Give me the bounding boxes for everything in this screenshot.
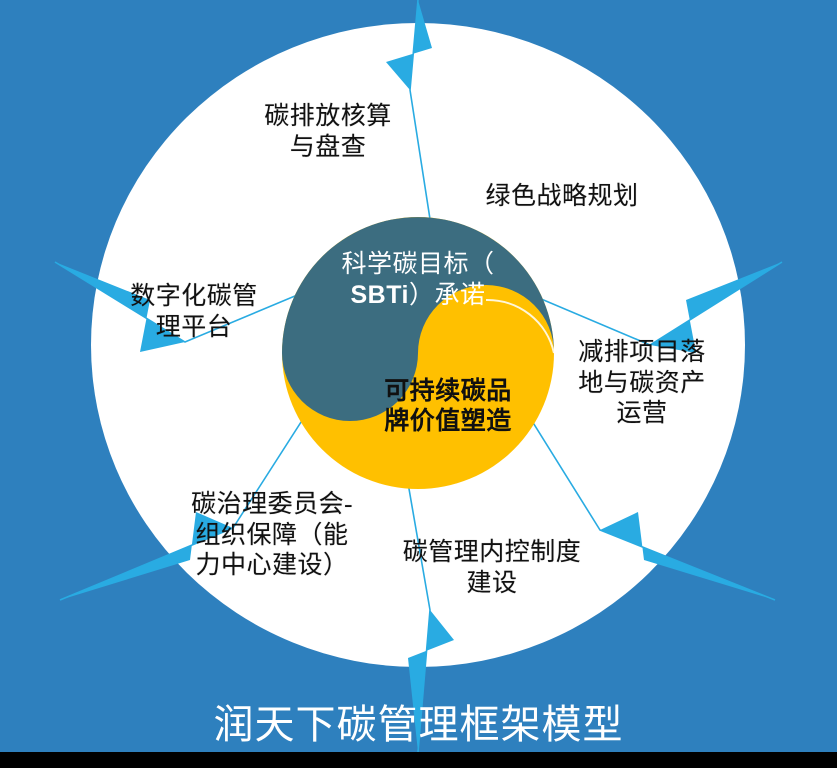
petal-label-reduction-projects: 减排项目落 地与碳资产 运营 [578,339,706,427]
petal-label-digital-platform: 数字化碳管 理平台 [130,283,258,341]
petal-label-carbon-accounting: 碳排放核算 与盘查 [264,103,392,161]
arrow-tip-lower-left [60,512,233,600]
core-bottom-text: 可持续碳品 牌价值塑造 [384,377,512,435]
core-teal-half [282,217,554,421]
arrow-tip-upper-right [650,262,782,353]
petal-label-internal-control: 碳管理内控制度 建设 [402,539,582,597]
arrow-tip-top [386,0,432,90]
arrow-tip-upper-left [55,262,185,352]
arrow-tip-bottom [408,610,454,752]
core-yin-yang [282,217,555,489]
core-top-sbti: SBTi [350,281,409,309]
framework-diagram-svg [54,0,783,752]
petal-label-carbon-committee: 碳治理委员会- 组织保障（能 力中心建设） [191,491,353,579]
bottom-black-bar [0,752,837,768]
diagram-area: 碳排放核算 与盘查 绿色战略规划 减排项目落 地与碳资产 运营 碳管理内控制度 … [0,0,837,752]
petal-arrow-tips [55,0,782,752]
core-top-line1: 科学碳目标（ [341,251,495,278]
petal-label-green-strategy: 绿色战略规划 [485,183,639,210]
core-top-line2-suffix: ）承诺 [408,282,486,309]
diagram-title: 润天下碳管理框架模型 [213,703,624,747]
core-curve-highlight [485,298,555,354]
core-top-text: 科学碳目标（ SBTi）承诺 [298,250,538,311]
